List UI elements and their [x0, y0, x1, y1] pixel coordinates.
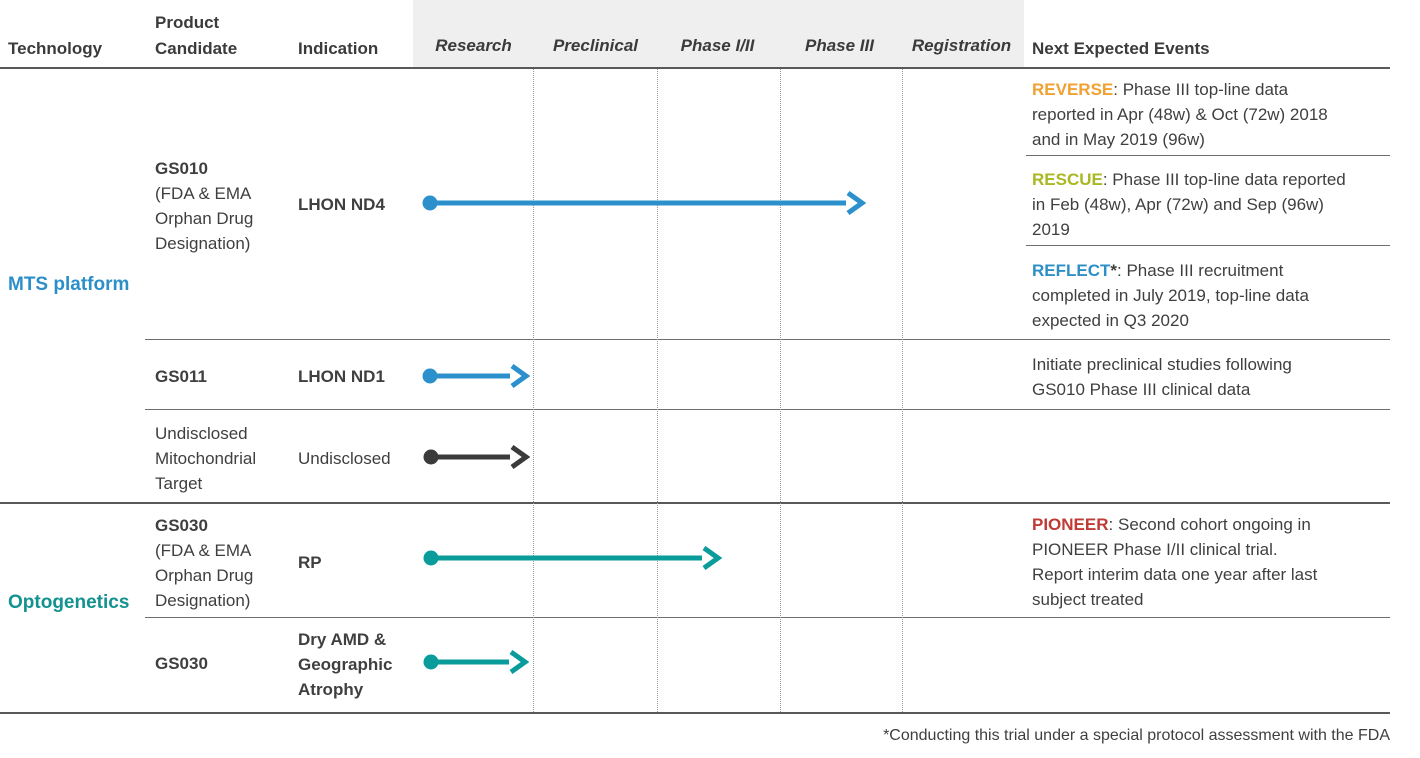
candidate-cell-gs030-rp: GS030 (FDA & EMA Orphan Drug Designation…	[155, 513, 285, 613]
event-program-name: REVERSE	[1032, 80, 1114, 99]
progress-arrow-gs030-rp	[423, 546, 722, 570]
indication-cell-lhon-nd4: LHON ND4	[298, 195, 385, 214]
column-header-phase-1-2: Phase I/II	[680, 36, 755, 55]
column-header-indication: Indication	[298, 39, 379, 58]
candidate-cell-gs011: GS011	[155, 367, 207, 386]
event-item-pioneer: PIONEER: Second cohort ongoing in PIONEE…	[1032, 512, 1390, 612]
event-program-name: REFLECT	[1032, 261, 1111, 280]
indication-cell-lhon-nd1: LHON ND1	[298, 367, 385, 386]
phase-header-band	[413, 0, 1024, 67]
header-underline	[0, 67, 1390, 69]
phase-gridline	[780, 69, 781, 712]
progress-arrow-gs030-amd	[423, 650, 529, 674]
event-text: : Phase III top-line data reported in Ap…	[1032, 80, 1328, 149]
column-header-next-expected-events: Next Expected Events	[1032, 39, 1210, 58]
event-item-reflect: REFLECT*: Phase III recruitment complete…	[1032, 258, 1390, 333]
progress-arrow-undisclosed	[423, 445, 530, 469]
phase-gridline	[533, 69, 534, 712]
event-item-rescue: RESCUE: Phase III top-line data reported…	[1032, 167, 1390, 242]
progress-arrow-gs010	[422, 191, 866, 215]
phase-gridline	[657, 69, 658, 712]
event-text: : Phase III top-line data reported in Fe…	[1032, 170, 1346, 239]
candidate-note: (FDA & EMA Orphan Drug Designation)	[155, 541, 254, 610]
event-program-name: RESCUE	[1032, 170, 1103, 189]
event-text: Initiate preclinical studies following G…	[1032, 355, 1292, 399]
divider	[1026, 155, 1390, 156]
column-header-product-candidate: Product Candidate	[155, 13, 238, 58]
indication-cell-undisclosed: Undisclosed	[298, 449, 391, 468]
section-divider	[0, 502, 1390, 504]
bottom-rule	[0, 712, 1390, 714]
candidate-name: GS010	[155, 159, 208, 178]
event-item-reverse: REVERSE: Phase III top-line data reporte…	[1032, 77, 1390, 152]
footnote: *Conducting this trial under a special p…	[883, 727, 1390, 744]
event-program-name: PIONEER	[1032, 515, 1109, 534]
divider	[145, 409, 1390, 410]
divider	[145, 617, 1390, 618]
event-item-gs011: Initiate preclinical studies following G…	[1032, 352, 1390, 402]
candidate-name: GS030	[155, 516, 208, 535]
divider	[145, 339, 1390, 340]
phase-gridline	[902, 69, 903, 712]
candidate-note: (FDA & EMA Orphan Drug Designation)	[155, 184, 254, 253]
technology-label-mts-platform: MTS platform	[8, 274, 130, 295]
column-header-technology: Technology	[8, 39, 103, 58]
candidate-cell-gs010: GS010 (FDA & EMA Orphan Drug Designation…	[155, 156, 285, 256]
divider	[1026, 245, 1390, 246]
column-header-preclinical: Preclinical	[552, 36, 639, 55]
progress-arrow-gs011	[422, 364, 530, 388]
event-text: : Second cohort ongoing in PIONEER Phase…	[1032, 515, 1318, 609]
indication-cell-rp: RP	[298, 553, 322, 572]
technology-label-optogenetics: Optogenetics	[8, 592, 130, 613]
column-header-phase-3: Phase III	[805, 36, 874, 55]
column-header-registration: Registration	[911, 36, 1012, 55]
candidate-cell-undisclosed: Undisclosed Mitochondrial Target	[155, 424, 257, 493]
column-header-research: Research	[435, 36, 512, 55]
event-suffix: *	[1110, 261, 1118, 280]
event-text: : Phase III recruitment completed in Jul…	[1032, 261, 1309, 330]
candidate-cell-gs030-amd: GS030	[155, 654, 208, 673]
indication-cell-dry-amd: Dry AMD & Geographic Atrophy	[298, 630, 393, 699]
